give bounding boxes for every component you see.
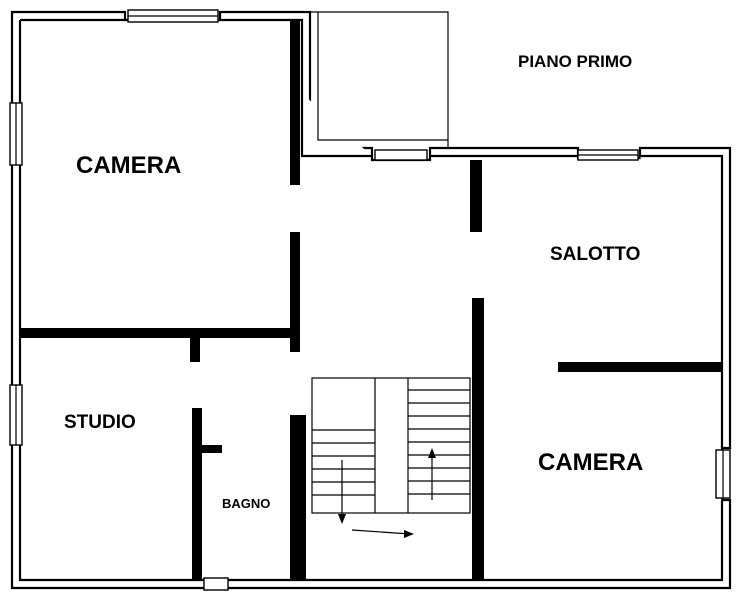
outer-walls: [10, 10, 732, 590]
room-label-camera-bottom: CAMERA: [538, 449, 643, 476]
room-label-camera-top: CAMERA: [76, 152, 181, 179]
floor-label: PIANO PRIMO: [518, 52, 632, 71]
windows: [9, 9, 731, 591]
room-label-salotto: SALOTTO: [550, 244, 640, 265]
interior-walls: [20, 20, 722, 580]
room-label-studio: STUDIO: [64, 412, 136, 433]
room-label-bagno: BAGNO: [222, 496, 270, 511]
staircase: [311, 377, 471, 538]
